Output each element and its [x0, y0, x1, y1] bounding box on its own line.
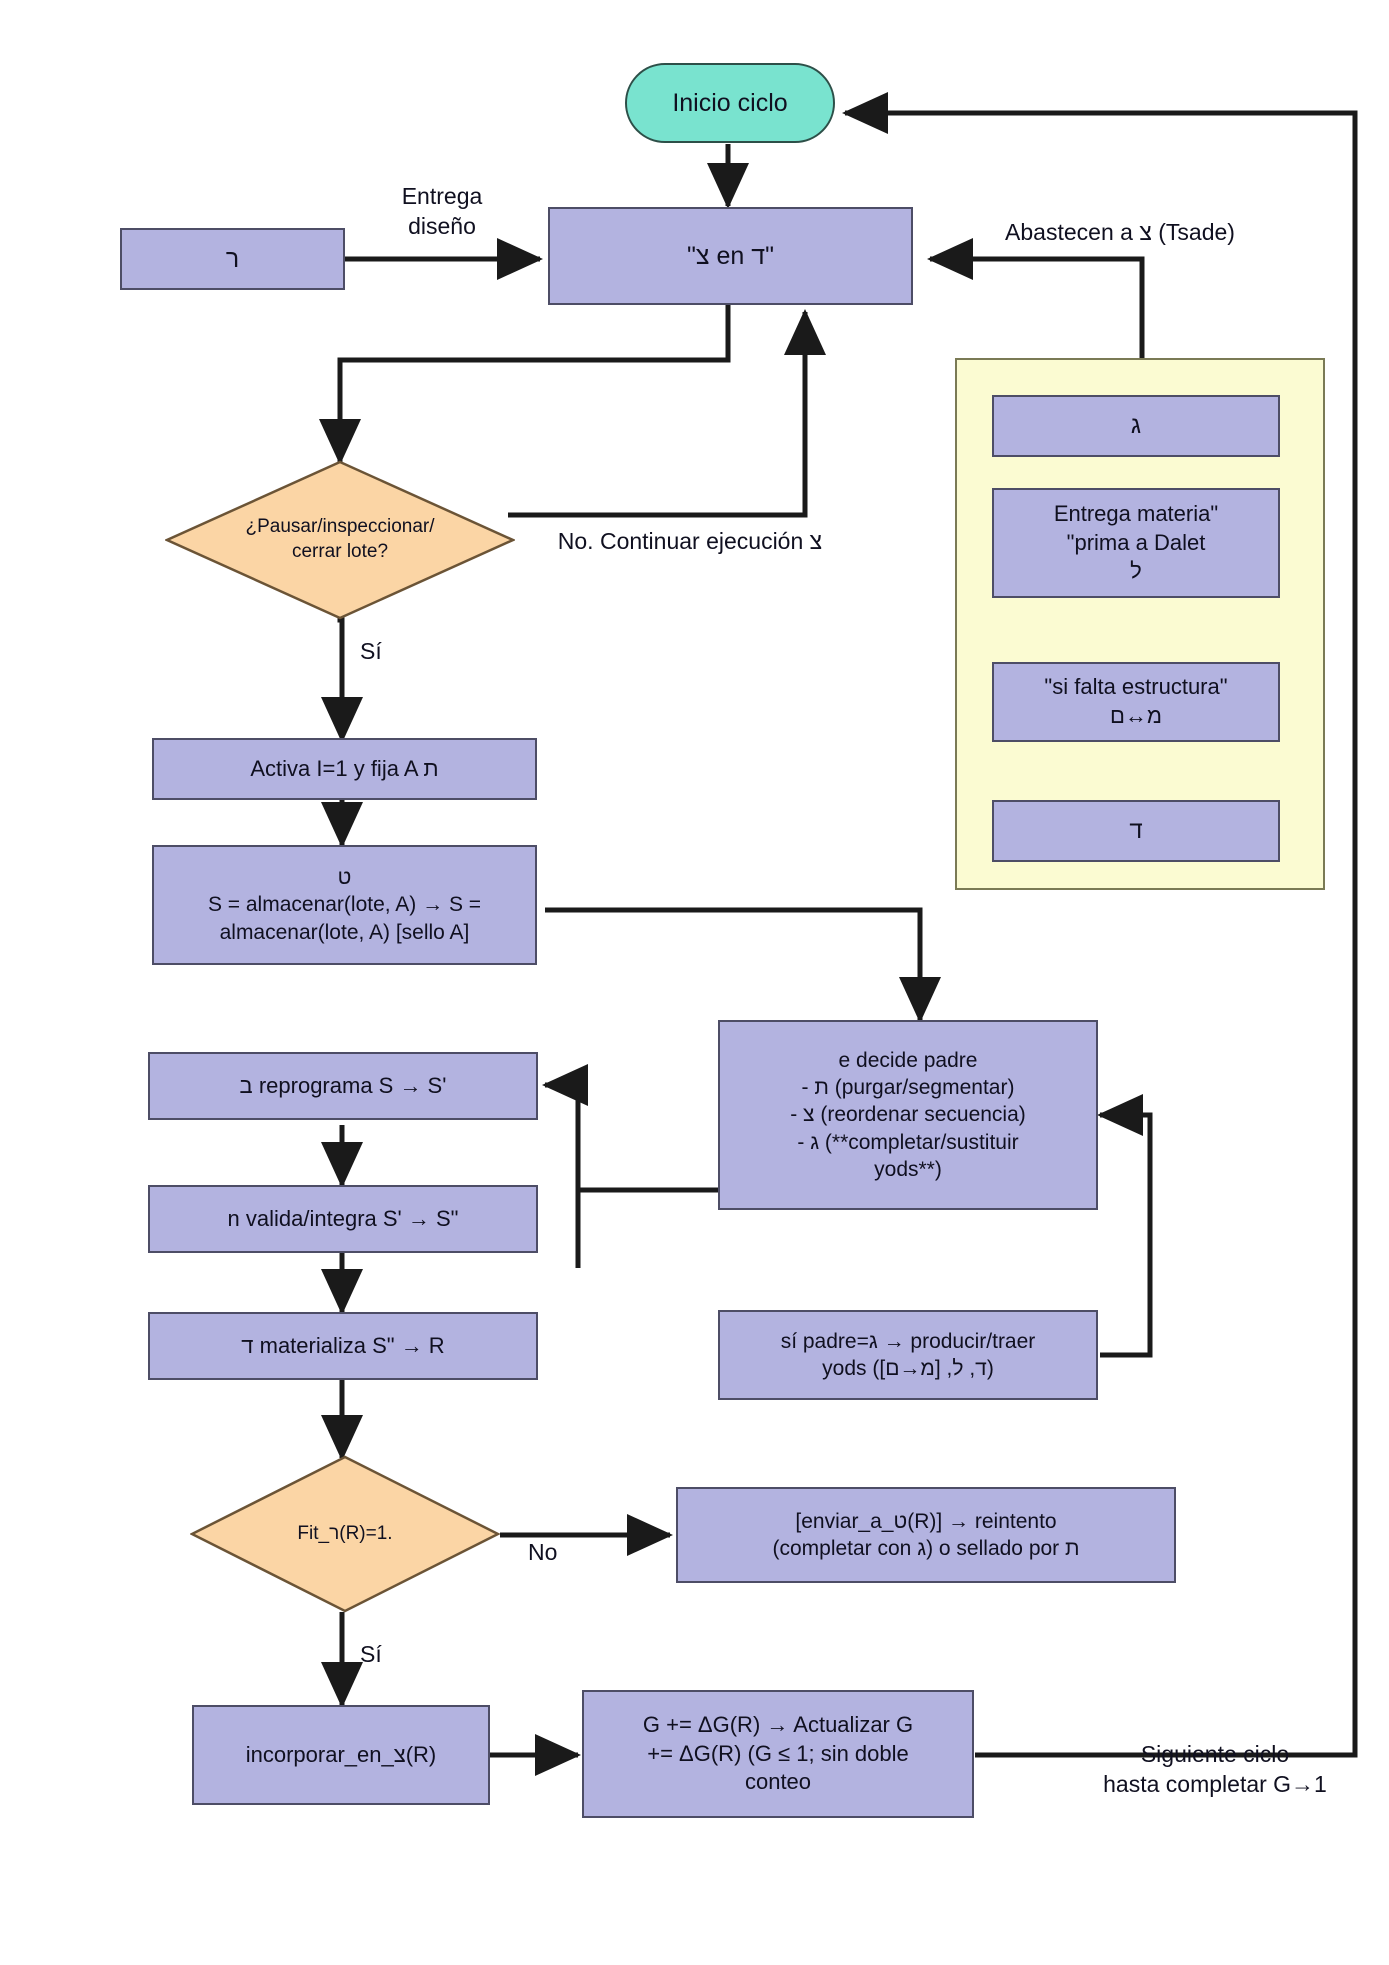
edge-label-entrega-diseno: Entrega diseño [401, 183, 483, 239]
edge-label-abastecen: Abastecen a צ (Tsade) [1005, 219, 1235, 245]
node-activa[interactable]: Activa I=1 y fija A ת [152, 738, 537, 800]
node-inicio-ciclo[interactable]: Inicio ciclo [625, 63, 835, 143]
node-decision-pausar[interactable]: ¿Pausar/inspeccionar/ cerrar lote? [165, 460, 515, 620]
node-actualizar-g[interactable]: G += ΔG(R) → Actualizar G += ΔG(R) (G ≤ … [582, 1690, 974, 1818]
group-item-entrega-materia[interactable]: Entrega materia" "prima a Dalet ל [992, 488, 1280, 598]
node-decide-padre[interactable]: e decide padre - ת (purgar/segmentar) - … [718, 1020, 1098, 1210]
node-reintento[interactable]: [enviar_a_ט(R)] → reintento (completar c… [676, 1487, 1176, 1583]
node-reprograma[interactable]: ב reprograma S → S' [148, 1052, 538, 1120]
edge-label-si-pausar: Sí [360, 638, 382, 664]
edge-label-siguiente-ciclo: Siguiente ciclo hasta completar G→1 [1103, 1741, 1327, 1797]
edge-decision-no-to-tsade [508, 309, 827, 518]
edge-label-no-continuar: No. Continuar ejecución צ [557, 528, 823, 554]
decision-shape-fit [190, 1455, 500, 1613]
node-incorporar[interactable]: incorporar_en_צ(R) [192, 1705, 490, 1805]
group-item-gimel[interactable]: ג [992, 395, 1280, 457]
node-resh[interactable]: ר [120, 228, 345, 290]
node-decision-pausar-label: ¿Pausar/inspeccionar/ cerrar lote? [245, 516, 435, 562]
group-item-dalet[interactable]: ד [992, 800, 1280, 862]
node-tsade-en-dalet[interactable]: "צ en ד" [548, 207, 913, 305]
node-decision-fit[interactable]: Fit_ר(R)=1. [190, 1455, 500, 1613]
decision-shape-pausar [165, 460, 515, 620]
node-si-padre[interactable]: sí padre=ג → producir/traer yods (ד, ל, … [718, 1310, 1098, 1400]
edge-panel-to-tsade [927, 237, 1145, 360]
edge-sipadre-to-decide [1097, 1093, 1153, 1358]
node-materializa[interactable]: ד materializa S" → R [148, 1312, 538, 1380]
node-almacenar[interactable]: ט S = almacenar(lote, A) → S = almacenar… [152, 845, 537, 965]
edge-decide-to-reprograma [542, 1063, 720, 1268]
group-item-si-falta-estructura[interactable]: "si falta estructura" מ↔ם [992, 662, 1280, 742]
node-decision-fit-label: Fit_ר(R)=1. [297, 1522, 393, 1544]
edge-tsade-to-decision [318, 305, 731, 465]
node-valida[interactable]: n valida/integra S' → S" [148, 1185, 538, 1253]
edge-almacenar-to-decide [545, 907, 941, 1023]
edge-label-si-fit: Sí [360, 1641, 382, 1667]
edge-label-no-fit: No [528, 1539, 558, 1565]
